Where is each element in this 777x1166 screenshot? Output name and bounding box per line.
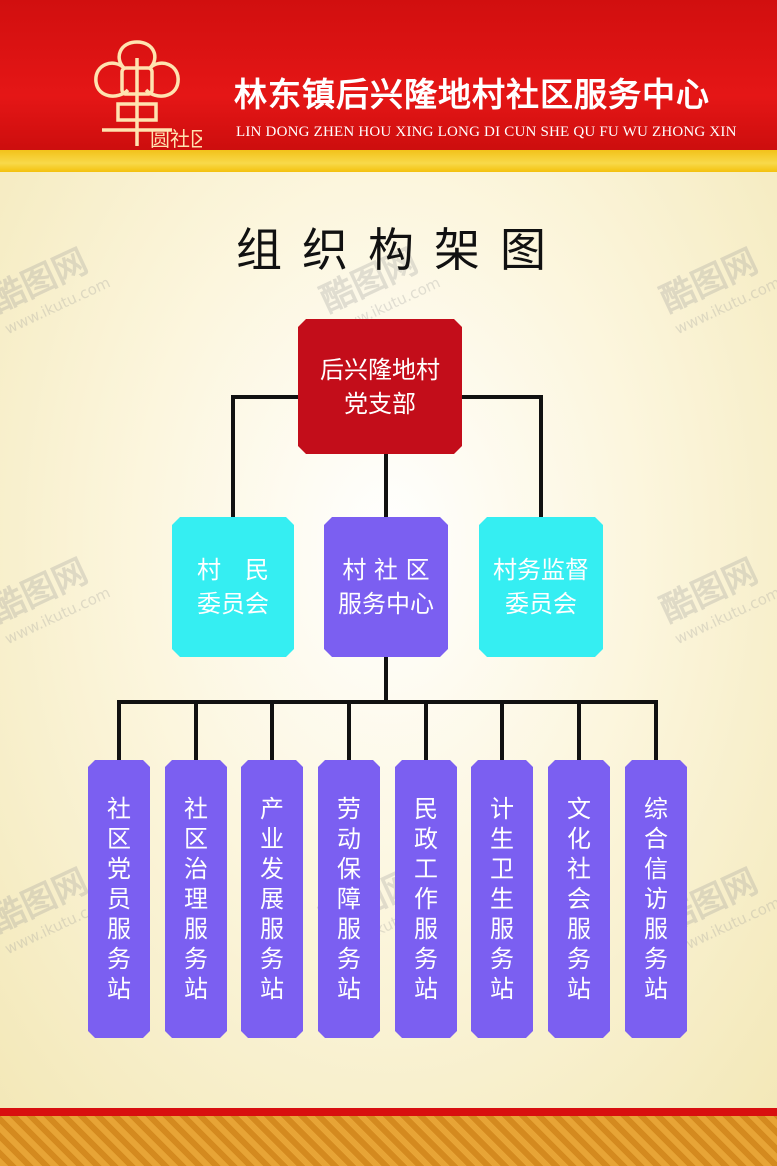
service-center-node: 村 社 区 服务中心 bbox=[324, 517, 448, 657]
station-label: 社区治理服务站 bbox=[184, 795, 208, 1003]
service-station-node: 社区治理服务站 bbox=[165, 760, 227, 1038]
station-label: 文化社会服务站 bbox=[567, 795, 591, 1003]
footer-red-band bbox=[0, 1108, 777, 1116]
service-station-node: 综合信访服务站 bbox=[625, 760, 687, 1038]
station-label: 民政工作服务站 bbox=[414, 795, 438, 1003]
service-station-node: 劳动保障服务站 bbox=[318, 760, 380, 1038]
header-banner bbox=[0, 0, 777, 160]
service-station-node: 社区党员服务站 bbox=[88, 760, 150, 1038]
node-label: 党支部 bbox=[344, 389, 416, 418]
community-logo-icon: 圆社区 bbox=[94, 40, 202, 151]
node-label: 村 民 bbox=[197, 556, 269, 584]
party-branch-node: 后兴隆地村 党支部 bbox=[298, 319, 462, 454]
node-label: 委员会 bbox=[197, 590, 269, 618]
logo-text: 圆社区 bbox=[150, 127, 202, 151]
service-station-node: 产业发展服务站 bbox=[241, 760, 303, 1038]
service-station-node: 民政工作服务站 bbox=[395, 760, 457, 1038]
node-label: 村务监督 bbox=[493, 556, 589, 584]
station-label: 社区党员服务站 bbox=[107, 795, 131, 1003]
node-label: 村 社 区 bbox=[342, 556, 430, 584]
node-label: 委员会 bbox=[505, 590, 577, 618]
service-station-node: 计生卫生服务站 bbox=[471, 760, 533, 1038]
station-label: 计生卫生服务站 bbox=[490, 795, 514, 1003]
supervision-committee-node: 村务监督 委员会 bbox=[479, 517, 603, 657]
station-label: 劳动保障服务站 bbox=[337, 795, 361, 1003]
node-label: 服务中心 bbox=[338, 590, 434, 618]
station-label: 产业发展服务站 bbox=[260, 795, 284, 1003]
footer-pattern bbox=[0, 1116, 777, 1166]
banner-title: 林东镇后兴隆地村社区服务中心 bbox=[234, 75, 710, 114]
service-station-node: 文化社会服务站 bbox=[548, 760, 610, 1038]
node-label: 后兴隆地村 bbox=[320, 355, 440, 384]
chart-title: 组织构架图 bbox=[236, 223, 566, 277]
header-gold-stripe bbox=[0, 150, 777, 172]
villagers-committee-node: 村 民 委员会 bbox=[172, 517, 294, 657]
banner-subtitle: LIN DONG ZHEN HOU XING LONG DI CUN SHE Q… bbox=[236, 124, 737, 140]
station-label: 综合信访服务站 bbox=[644, 795, 668, 1003]
